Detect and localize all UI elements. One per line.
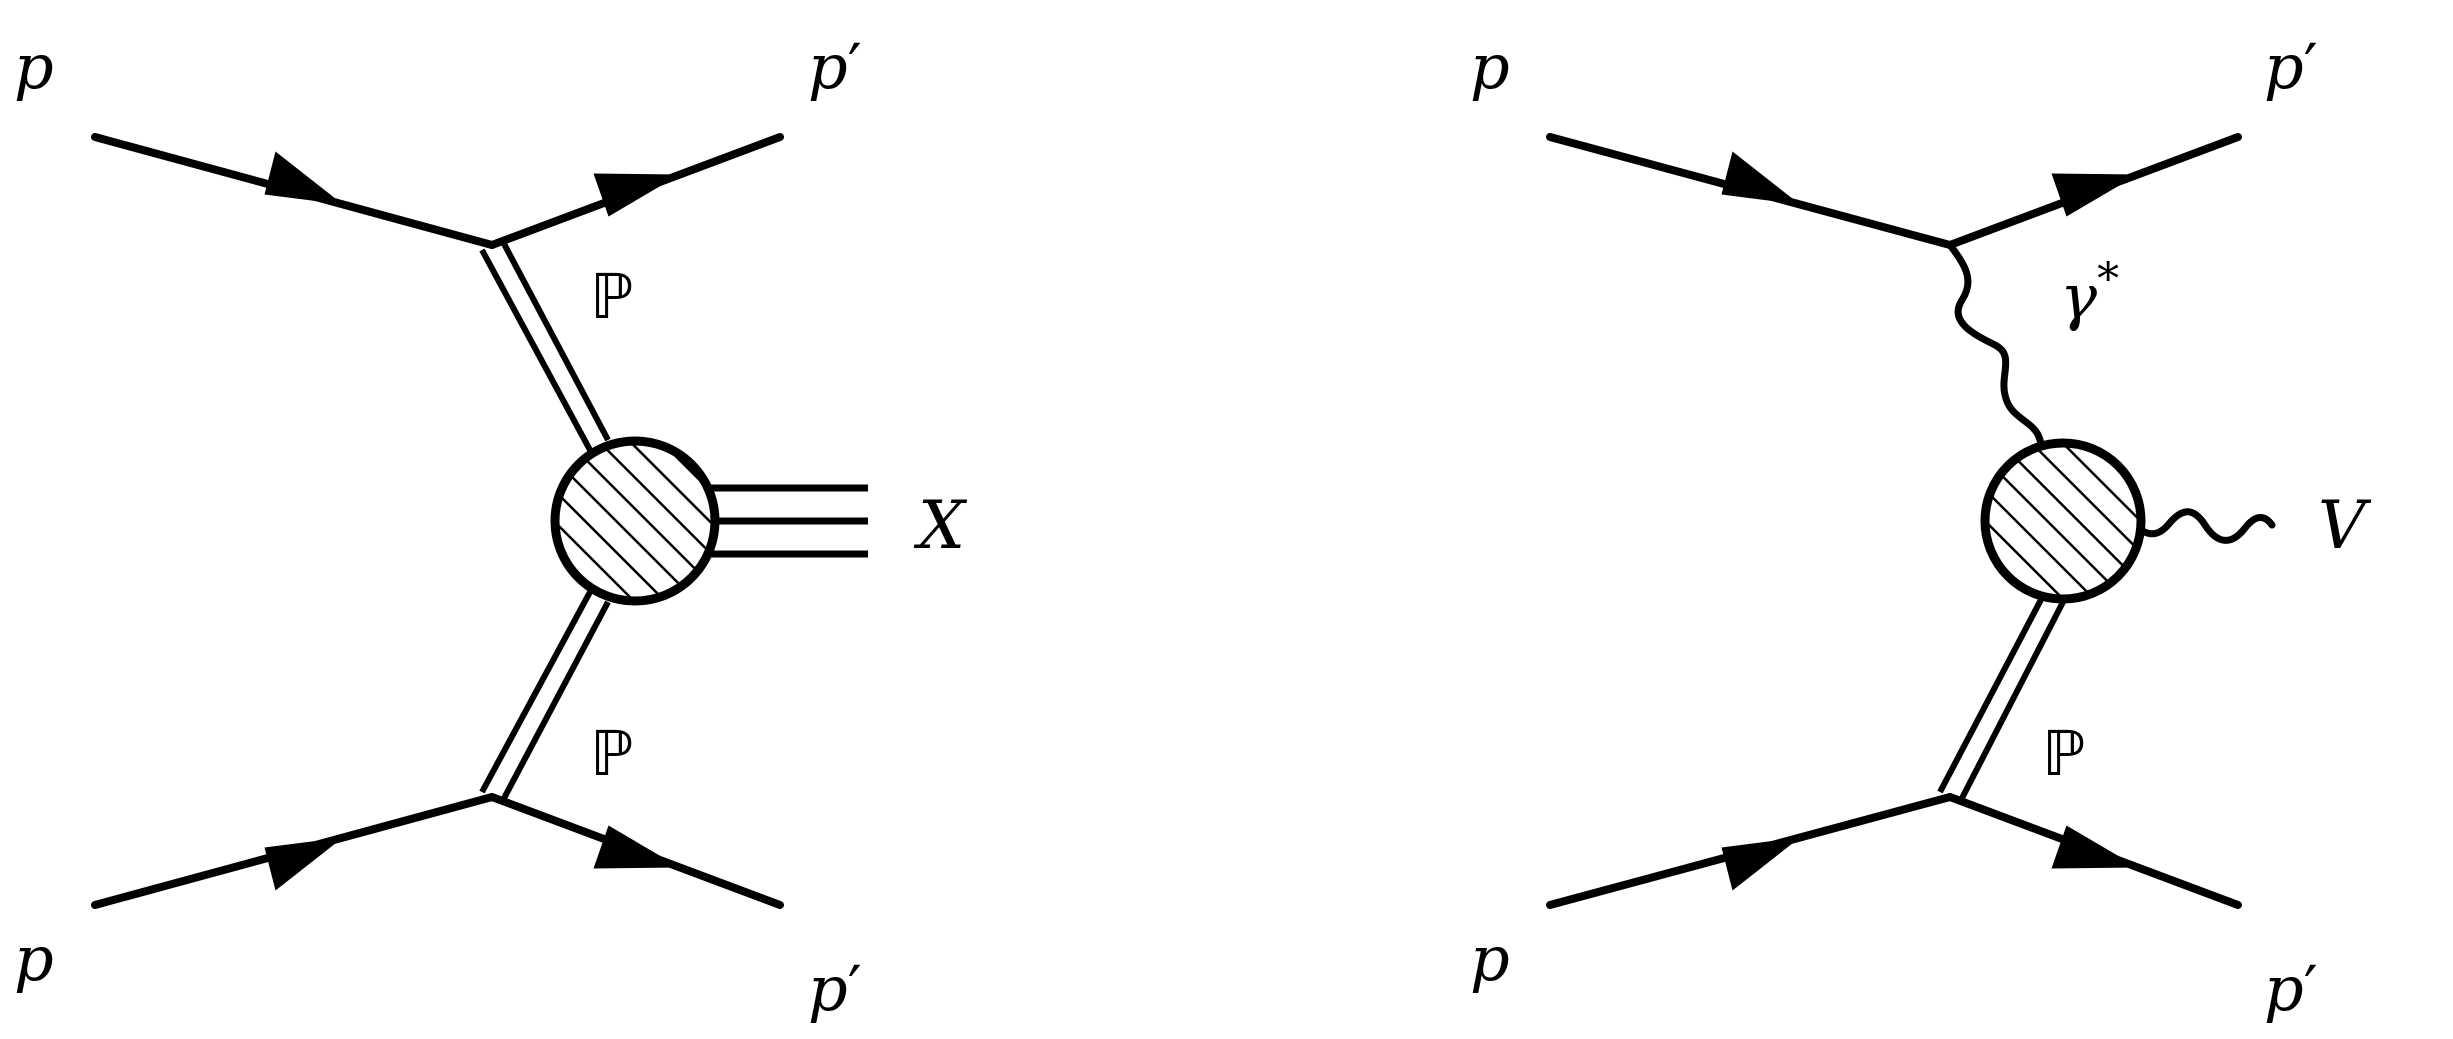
label-final-state: X [913, 487, 968, 564]
arrow-top-out-right-icon [2051, 173, 2138, 217]
diagram-left [91, 133, 868, 909]
bottom-proton-line-right [1546, 793, 2242, 909]
label-proton-out-bottom: p′ [808, 952, 862, 1025]
top-proton-line-right [1546, 133, 2242, 249]
labels-right: p p′ p p′ γ* ℙ V [1470, 30, 2372, 1025]
interaction-blob-right [1980, 438, 2146, 604]
label-pomeron-top: ℙ [590, 260, 633, 333]
top-proton-line [91, 133, 784, 249]
arrow-top-in-right-icon [1721, 151, 1800, 205]
label-proton-in-top-right: p [1470, 30, 1510, 103]
arrow-bottom-in-right-icon [1721, 837, 1800, 891]
arrow-top-in-icon [264, 151, 343, 205]
arrow-bottom-out-icon [593, 825, 680, 869]
diagram-right [1546, 133, 2276, 909]
label-photon: γ* [2060, 254, 2119, 333]
pomeron-line-bottom-right [1937, 590, 2066, 804]
pomeron-line-top [479, 238, 611, 452]
interaction-blob [550, 436, 720, 606]
final-state-lines [700, 484, 868, 558]
labels-left: p p′ p p′ ℙ ℙ X [14, 30, 968, 1025]
vector-meson-line [2124, 508, 2276, 544]
label-proton-out-bottom-right: p′ [2264, 952, 2318, 1025]
bottom-proton-line [91, 793, 784, 909]
photon-line [1946, 241, 2046, 464]
label-vector-meson: V [2318, 487, 2372, 564]
label-pomeron-bottom-right: ℙ [2042, 717, 2085, 790]
arrow-bottom-out-right-icon [2051, 825, 2138, 869]
label-proton-out-top-right: p′ [2264, 30, 2318, 103]
pomeron-line-bottom [479, 590, 611, 804]
arrow-top-out-icon [593, 173, 680, 217]
label-proton-in-bottom: p [14, 922, 54, 995]
label-proton-in-bottom-right: p [1470, 922, 1510, 995]
label-proton-out-top: p′ [808, 30, 862, 103]
label-pomeron-bottom: ℙ [590, 717, 633, 790]
label-proton-in-top: p [14, 30, 54, 103]
arrow-bottom-in-icon [264, 837, 343, 891]
